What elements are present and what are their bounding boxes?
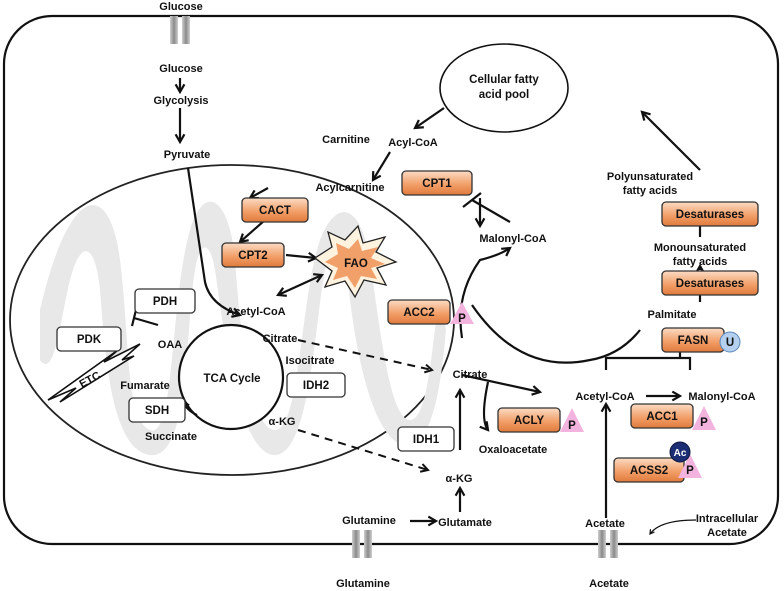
fatty-acid-pool bbox=[439, 43, 569, 133]
acly-phospho-label: P bbox=[568, 420, 576, 432]
fasn-ubiquitin-icon: U bbox=[719, 331, 741, 353]
pdk-box: PDK bbox=[56, 326, 122, 352]
akg-cyto-label: α-KG bbox=[446, 473, 473, 485]
akg-mito-label: α-KG bbox=[269, 416, 296, 428]
idh2-box: IDH2 bbox=[286, 372, 346, 398]
glutamine-outside-label: Glutamine bbox=[336, 578, 390, 590]
glucose-inside-label: Glucose bbox=[159, 63, 202, 75]
pdh-box: PDH bbox=[134, 288, 196, 314]
oaa-label: OAA bbox=[158, 339, 183, 351]
isocitrate-label: Isocitrate bbox=[286, 355, 335, 367]
cact-box: CACT bbox=[241, 197, 309, 223]
glucose-outside-label: Glucose bbox=[159, 1, 202, 13]
acly-phospho-icon: P bbox=[560, 408, 584, 432]
acc1-label: ACC1 bbox=[646, 411, 678, 423]
citrate-cyto-label: Citrate bbox=[453, 369, 488, 381]
acly-box: ACLY bbox=[497, 407, 561, 433]
desaturases-2-label: Desaturases bbox=[676, 209, 744, 221]
palmitate-label: Palmitate bbox=[648, 309, 697, 321]
acetate-inside-label: Acetate bbox=[585, 518, 625, 530]
fao-label: FAO bbox=[344, 258, 368, 270]
idh1-box: IDH1 bbox=[397, 426, 455, 452]
sdh-box: SDH bbox=[128, 397, 186, 423]
fumarate-label: Fumarate bbox=[120, 380, 170, 392]
fasn-label: FASN bbox=[678, 335, 709, 347]
tca-cycle-label: TCA Cycle bbox=[203, 373, 260, 385]
etc-lightning-bolt-icon: ETC bbox=[47, 343, 141, 403]
acss2-label: ACSS2 bbox=[630, 465, 668, 477]
acss2-phospho-label: P bbox=[686, 465, 694, 477]
acc2-phospho-icon: P bbox=[450, 302, 474, 325]
acc2-box: ACC2 bbox=[387, 299, 451, 325]
desaturases-1-label: Desaturases bbox=[676, 278, 744, 290]
cpt1-label: CPT1 bbox=[422, 178, 452, 190]
intracellular-acetate-label-1: Intracellular bbox=[696, 513, 759, 525]
pathway-arrows bbox=[130, 78, 706, 535]
idh2-label: IDH2 bbox=[303, 380, 329, 392]
acetyl-coa-mito-label: Acetyl-CoA bbox=[226, 306, 285, 318]
acyl-coa-label: Acyl-CoA bbox=[388, 137, 438, 149]
fasn-box: FASN bbox=[661, 327, 725, 353]
pufa-label-1: Polyunsaturated bbox=[607, 171, 693, 183]
acss2-acetyl-label: Ac bbox=[674, 448, 687, 459]
acc1-phospho-icon: P bbox=[692, 406, 716, 430]
mufa-label-2: fatty acids bbox=[673, 256, 727, 268]
fao-explosion-burst-icon: FAO bbox=[313, 224, 398, 299]
glutamine-inside-label: Glutamine bbox=[342, 515, 396, 527]
fatty-pool-label-2: acid pool bbox=[479, 89, 529, 101]
modifications: P P P P Ac U bbox=[450, 302, 741, 478]
pdk-label: PDK bbox=[77, 334, 102, 346]
pufa-label-2: fatty acids bbox=[623, 185, 677, 197]
glutamate-label: Glutamate bbox=[438, 517, 492, 529]
glycolysis-label: Glycolysis bbox=[153, 95, 208, 107]
metabolite-labels: Glucose Glucose Glycolysis Pyruvate Carn… bbox=[120, 1, 759, 590]
glucose-transporter-icon bbox=[170, 16, 190, 44]
acc2-phospho-label: P bbox=[458, 313, 466, 325]
acetate-transporter-icon bbox=[598, 530, 618, 558]
acc1-phospho-label: P bbox=[700, 417, 708, 429]
cpt1-box: CPT1 bbox=[401, 170, 473, 196]
carnitine-label: Carnitine bbox=[322, 134, 370, 146]
malonyl-coa-top-label: Malonyl-CoA bbox=[479, 233, 546, 245]
desaturases-1-box: Desaturases bbox=[661, 270, 759, 296]
pyruvate-label: Pyruvate bbox=[164, 149, 210, 161]
oxaloacetate-label: Oxaloacetate bbox=[479, 444, 547, 456]
fasn-ubiquitin-label: U bbox=[726, 337, 734, 349]
acetate-outside-label: Acetate bbox=[589, 578, 629, 590]
citrate-mito-label: Citrate bbox=[263, 333, 298, 345]
sdh-label: SDH bbox=[145, 405, 169, 417]
acss2-phospho-icon: P bbox=[678, 454, 702, 478]
acetyl-coa-cyto-label: Acetyl-CoA bbox=[575, 391, 634, 403]
fatty-pool-label-1: Cellular fatty bbox=[469, 74, 539, 86]
cpt2-label: CPT2 bbox=[238, 250, 267, 262]
acss2-box: ACSS2 bbox=[613, 457, 685, 483]
intracellular-acetate-label-2: Acetate bbox=[707, 527, 747, 539]
acc2-label: ACC2 bbox=[403, 307, 434, 319]
enzymes: CPT1 CACT CPT2 ACC2 PDH PDK IDH2 SDH bbox=[56, 170, 759, 483]
desaturases-2-box: Desaturases bbox=[661, 201, 759, 227]
cact-label: CACT bbox=[259, 205, 291, 217]
succinate-label: Succinate bbox=[145, 431, 197, 443]
acylcarnitine-label: Acylcarnitine bbox=[315, 182, 384, 194]
cpt2-box: CPT2 bbox=[221, 242, 285, 268]
pdh-label: PDH bbox=[153, 296, 177, 308]
malonyl-coa-right-label: Malonyl-CoA bbox=[688, 391, 755, 403]
mufa-label-1: Monounsaturated bbox=[654, 242, 746, 254]
tca-cycle bbox=[177, 323, 285, 431]
glutamine-transporter-icon bbox=[352, 530, 372, 558]
acly-label: ACLY bbox=[514, 415, 545, 427]
acc1-box: ACC1 bbox=[630, 403, 694, 429]
acss2-acetyl-icon: Ac bbox=[669, 441, 691, 463]
idh1-label: IDH1 bbox=[413, 434, 440, 446]
